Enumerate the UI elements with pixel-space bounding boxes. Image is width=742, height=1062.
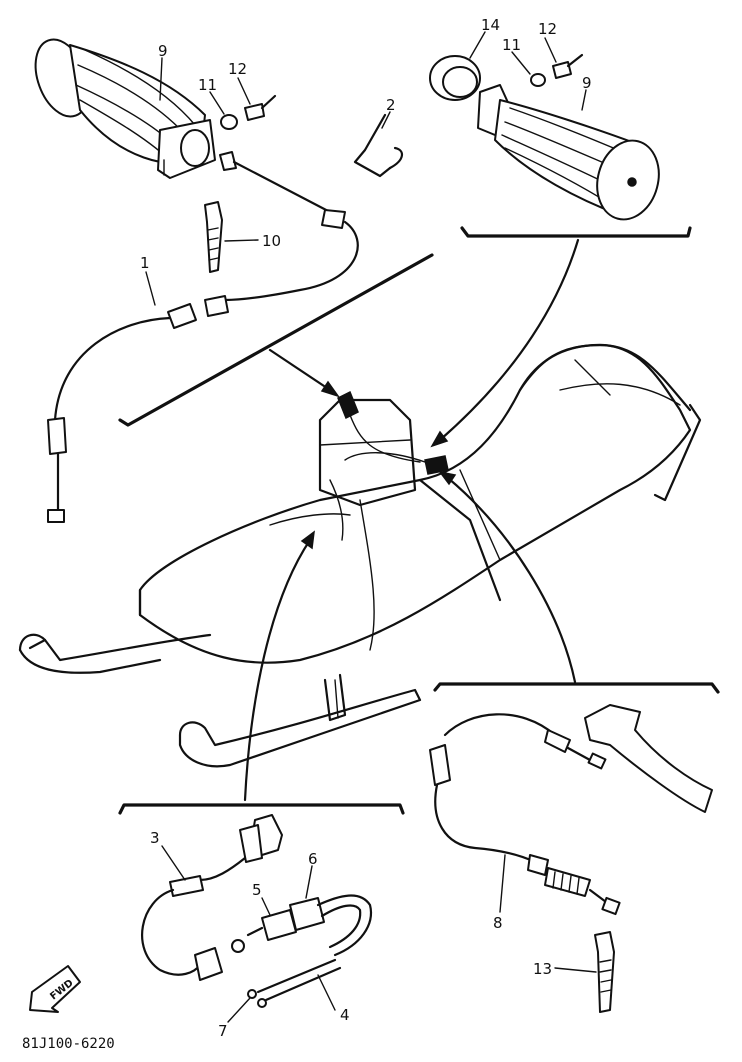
callout-4: 4 [340,1006,350,1024]
washer-screw-left [220,94,277,130]
fwd-arrow-icon: FWD [29,965,81,1013]
callout-1: 1 [140,254,150,272]
callout-11-left: 11 [198,76,217,94]
callout-10: 10 [262,232,281,250]
choke-assembly [141,814,373,1008]
callout-9-right: 9 [582,74,592,92]
throttle-lever-cable [204,151,359,317]
callout-5: 5 [252,881,262,899]
callout-6: 6 [308,850,318,868]
callout-7: 7 [218,1022,228,1040]
callout-11-right: 11 [502,36,521,54]
cable-tie-10 [204,201,223,273]
callout-12-right: 12 [538,20,557,38]
callout-8: 8 [493,914,503,932]
snowmobile [18,343,702,768]
callout-13: 13 [533,960,552,978]
callout-12-left: 12 [228,60,247,78]
callout-2: 2 [386,96,396,114]
clip-2 [353,113,403,178]
bracket-bottom-left [118,803,405,815]
grip-left [34,38,216,179]
group-brackets [118,226,720,815]
callout-9-left: 9 [158,42,168,60]
pointer-lines [243,238,580,802]
diagram-code: 81J100-6220 [22,1036,115,1052]
washer-screw-right [530,53,584,87]
grip-right [477,84,660,221]
brake-assembly [429,704,713,1013]
leader-lines [145,31,597,1023]
bracket-bottom-right [433,682,720,694]
handlebar-fittings [337,390,449,475]
cable-1 [47,303,197,523]
bracket-top-left [118,253,434,427]
callout-labels: 1 2 3 4 5 6 7 8 9 9 10 11 11 12 12 13 14 [140,16,592,1040]
callout-3: 3 [150,829,160,847]
ring-14 [429,55,481,101]
callout-14: 14 [481,16,500,34]
bracket-top-right [460,226,692,238]
